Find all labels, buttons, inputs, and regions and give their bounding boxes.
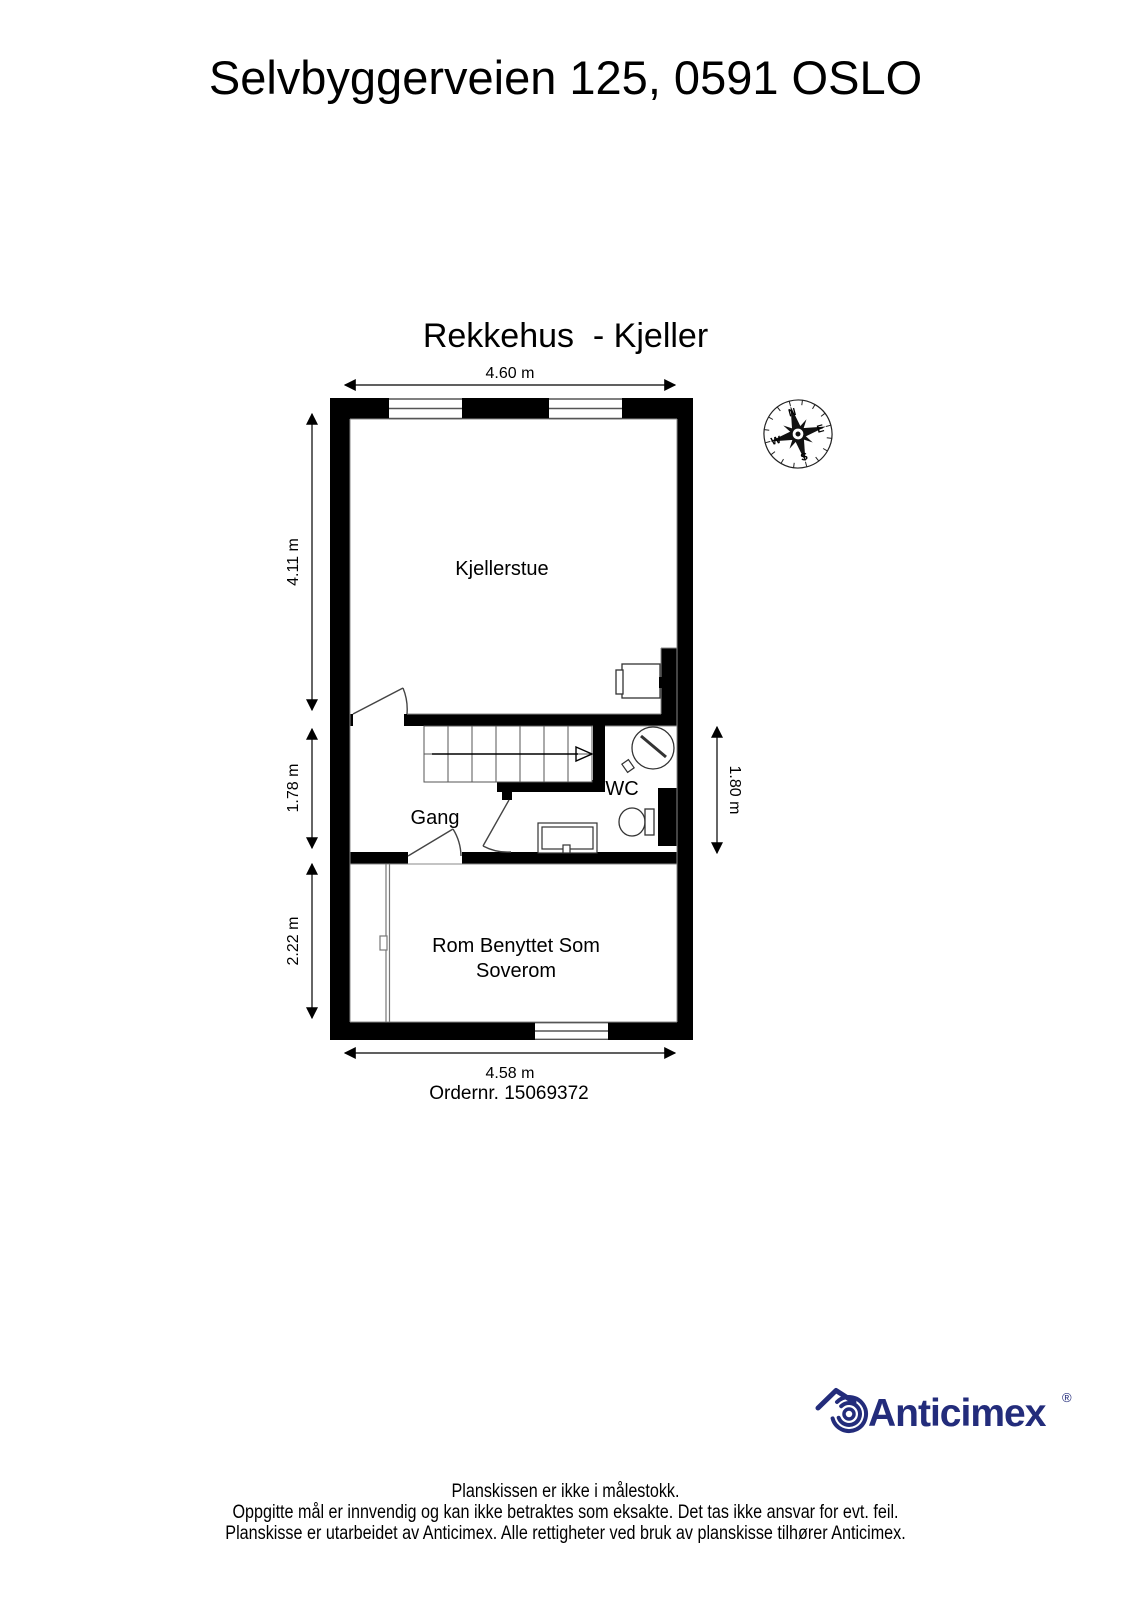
page-title: Selvbyggerveien 125, 0591 OSLO: [208, 51, 923, 104]
dimension-label-top: 4.60 m: [486, 365, 535, 382]
footer-line-1: Planskissen er ikke i målestokk.: [451, 1481, 680, 1502]
footer-line-2: Oppgitte mål er innvendig og kan ikke be…: [232, 1502, 899, 1523]
wall-right: [677, 419, 693, 1022]
wall-gang-bottom-right: [462, 852, 677, 864]
plan-title: Rekkehus - Kjeller: [422, 317, 709, 355]
wall-right-stub: [658, 788, 677, 846]
compass-rose: N E S W: [763, 399, 833, 469]
compass-north-label: N: [787, 406, 797, 420]
compass-east-label: E: [816, 422, 826, 435]
wall-under-stairs: [497, 780, 605, 792]
registered-mark: ®: [1062, 1390, 1072, 1405]
wall-bottom: [330, 1022, 693, 1040]
wall-mid-stub: [350, 714, 353, 726]
wall-left: [330, 419, 350, 1022]
water-heater-icon: [615, 663, 666, 699]
stairs-direction-arrow: [432, 745, 594, 763]
dimension-label-wc: 1.80 m: [726, 766, 743, 815]
toilet-icon: [618, 807, 655, 837]
sink-icon: [621, 726, 675, 774]
dimension-label-soverom: 2.22 m: [285, 917, 302, 966]
wall-wc-door-jamb: [502, 792, 512, 800]
door-kjellerstue: [352, 687, 408, 715]
bottom-window: [535, 1022, 608, 1040]
dimension-label-kjellerstue: 4.11 m: [285, 538, 302, 586]
wall-gang-bottom-left: [350, 852, 408, 864]
door-soverom: [407, 828, 462, 857]
door-wc: [482, 799, 512, 853]
logo-icon: [815, 1388, 868, 1433]
footer-line-3: Planskisse er utarbeidet av Anticimex. A…: [225, 1523, 906, 1544]
order-number: Ordernr. 15069372: [429, 1083, 589, 1104]
wall-right-notch: [661, 648, 677, 714]
wall-mid: [404, 714, 677, 726]
cabinet-icon: [537, 822, 598, 854]
room-label-kjellerstue: Kjellerstue: [455, 558, 548, 580]
top-window-left: [389, 398, 462, 420]
top-window-right: [549, 398, 622, 420]
footer-disclaimer: Planskissen er ikke i målestokk. Oppgitt…: [85, 1481, 1046, 1544]
room-label-gang: Gang: [411, 807, 460, 829]
anticimex-logo: Anticimex ®: [815, 1388, 1072, 1435]
logo-text: Anticimex: [868, 1392, 1047, 1435]
wall-wc-left: [593, 726, 605, 782]
compass-west-label: W: [770, 434, 783, 448]
compass-south-label: S: [799, 450, 809, 463]
room-label-soverom-line2: Soverom: [476, 960, 556, 982]
dimension-label-bottom: 4.58 m: [486, 1065, 535, 1082]
dimension-label-gang: 1.78 m: [285, 764, 302, 813]
sliding-door: [379, 864, 391, 1022]
wall-top: [330, 398, 693, 419]
room-label-soverom-line1: Rom Benyttet Som: [432, 935, 600, 957]
room-label-wc: WC: [605, 778, 638, 800]
